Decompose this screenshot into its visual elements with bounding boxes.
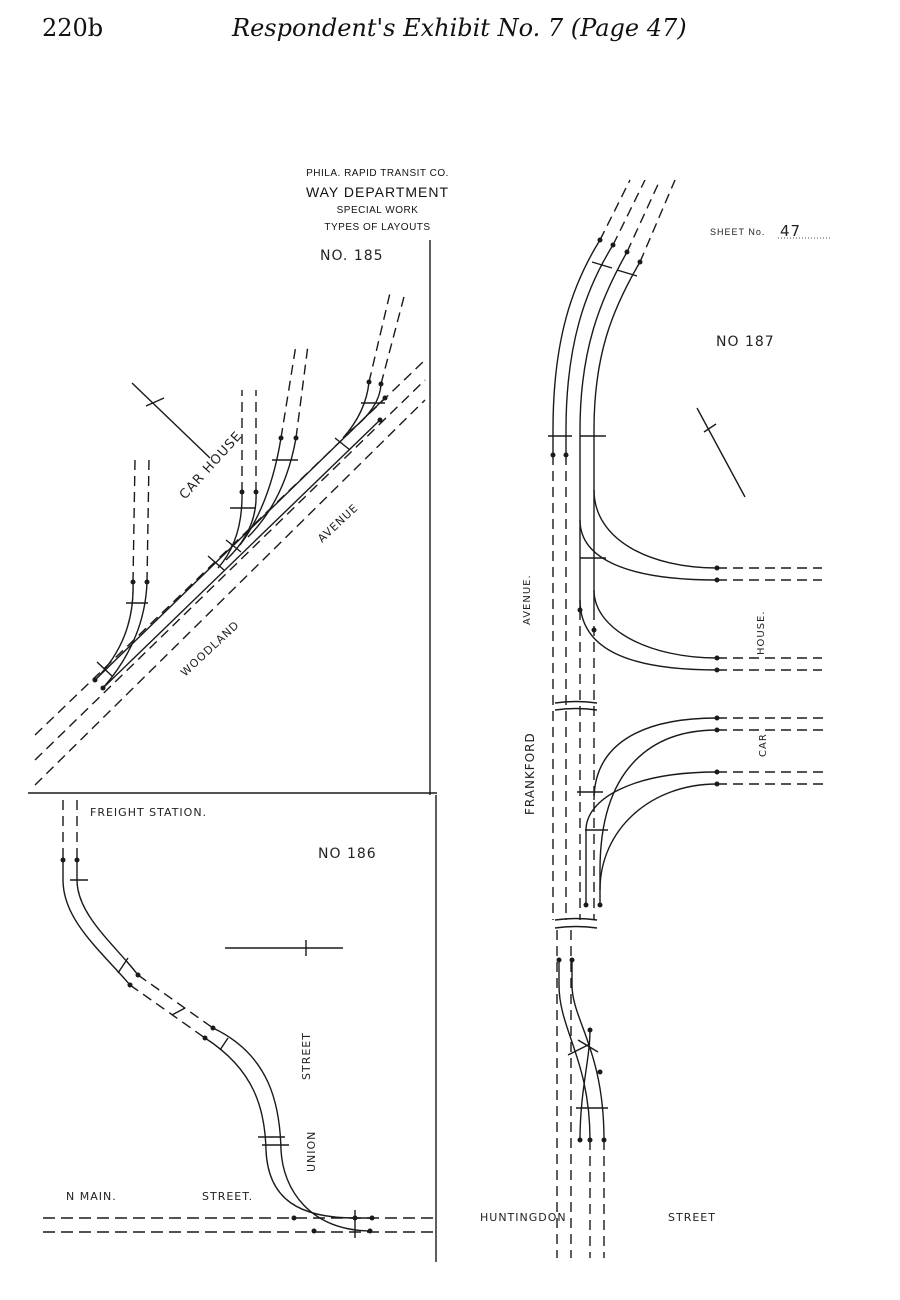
car-label-187: CAR bbox=[758, 733, 769, 757]
woodland-label: WOODLAND bbox=[178, 618, 242, 679]
layout-187-tracks bbox=[548, 179, 826, 1258]
avenue-label-187: AVENUE. bbox=[522, 574, 533, 625]
layout-185-number: NO. 185 bbox=[320, 248, 384, 264]
sheet-number: 47 bbox=[780, 222, 801, 240]
title-line-2: TYPES OF LAYOUTS bbox=[324, 222, 431, 233]
layout-185-tracks bbox=[34, 292, 426, 786]
title-line-1: SPECIAL WORK bbox=[336, 205, 419, 216]
main-street-label: STREET. bbox=[202, 1190, 253, 1203]
layout-186-tracks bbox=[43, 800, 435, 1238]
huntingdon-label: HUNTINGDON bbox=[480, 1211, 567, 1224]
n-main-label: N MAIN. bbox=[66, 1190, 117, 1203]
car-house-label: CAR HOUSE bbox=[177, 429, 246, 503]
layout-187-number: NO 187 bbox=[716, 334, 775, 350]
sheet-no-label: SHEET No. bbox=[710, 227, 765, 237]
title-block: PHILA. RAPID TRANSIT CO. WAY DEPARTMENT … bbox=[270, 168, 485, 233]
page-number: 220b bbox=[42, 14, 104, 42]
frankford-label: FRANKFORD bbox=[523, 732, 537, 815]
union-street-label: STREET bbox=[300, 1032, 313, 1080]
company-name: PHILA. RAPID TRANSIT CO. bbox=[306, 168, 449, 179]
exhibit-title: Respondent's Exhibit No. 7 (Page 47) bbox=[232, 14, 687, 42]
avenue-label-185: AVENUE bbox=[315, 501, 361, 545]
freight-station-label: FREIGHT STATION. bbox=[90, 806, 207, 819]
department-name: WAY DEPARTMENT bbox=[305, 184, 450, 200]
huntingdon-street-label: STREET bbox=[668, 1211, 716, 1224]
house-label: HOUSE. bbox=[756, 610, 767, 655]
layout-186-number: NO 186 bbox=[318, 846, 377, 862]
junction-dots bbox=[60, 237, 720, 1234]
union-label: UNION bbox=[305, 1131, 318, 1172]
